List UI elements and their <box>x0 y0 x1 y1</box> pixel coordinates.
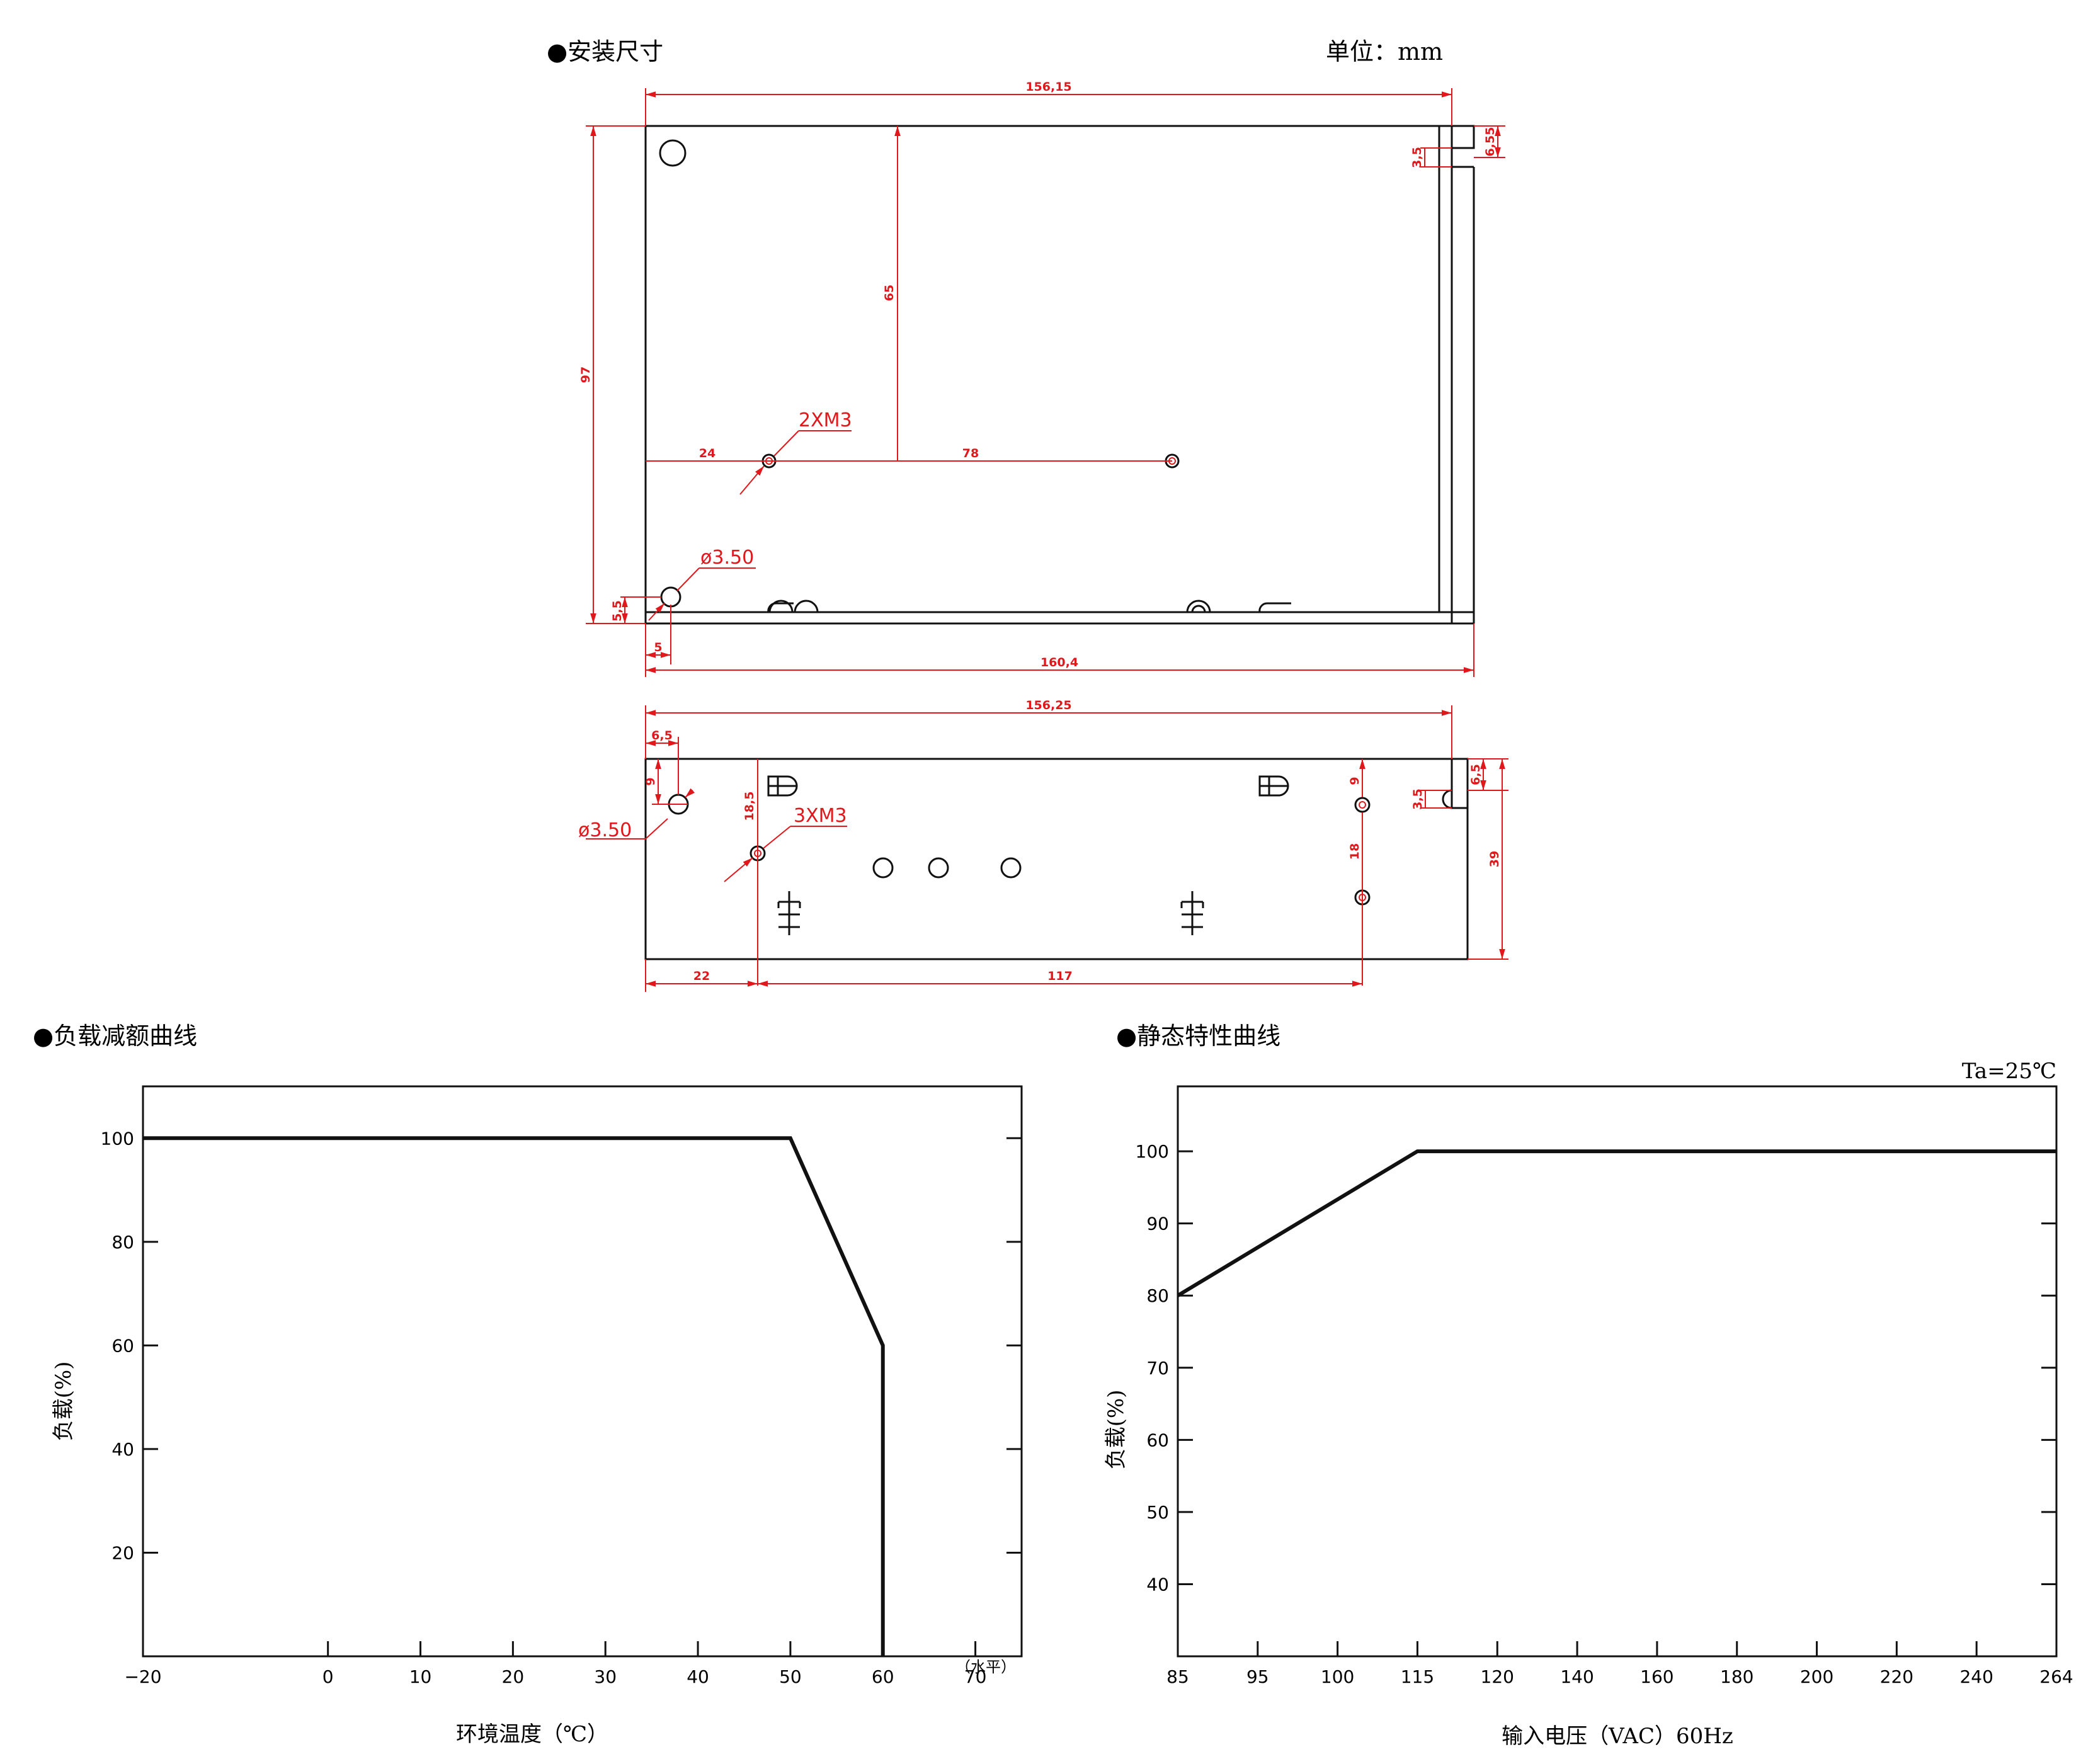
top-view-drawing: 156,15 97 65 24 78 2XM3 ø3.50 5,5 5 160,… <box>579 80 1505 677</box>
dim-3-5-side: 3,5 <box>1410 147 1424 168</box>
dim-117: 117 <box>1047 969 1073 983</box>
derating-curve <box>143 1136 885 1656</box>
hole-diameter-label: ø3.50 <box>700 547 754 569</box>
mounting-hole <box>659 139 687 167</box>
x-tick-label: 240 <box>1959 1666 1993 1687</box>
holes-label-2xm3: 2XM3 <box>799 409 852 431</box>
static-chart: 40 50 60 70 80 90 100 85 95 100 115 120 140 160 180 20… <box>1103 1059 2073 1749</box>
static-curve-header: ●静态特性曲线 <box>1116 1022 1280 1050</box>
dim-3-5: 3,5 <box>1411 788 1425 810</box>
derating-x-label: 环境温度（℃） <box>456 1722 608 1747</box>
x-tick-label: 200 <box>1800 1666 1833 1687</box>
x-tick-label: 10 <box>409 1666 432 1687</box>
slot-feature <box>1258 775 1289 797</box>
derating-chart: 20 40 60 80 100 −20 0 10 20 30 40 50 60 70 负载(%) 环境温… <box>51 1085 1023 1747</box>
derating-chart-frame <box>142 1085 1023 1658</box>
slot-feature <box>767 775 798 797</box>
x-tick-label: −20 <box>124 1666 161 1687</box>
x-tick-label: 60 <box>872 1666 894 1687</box>
x-tick-label: 95 <box>1246 1666 1269 1687</box>
x-tick-label: 120 <box>1481 1666 1514 1687</box>
x-tick-label: 20 <box>502 1666 525 1687</box>
top-view-flange <box>1438 126 1452 613</box>
dim-78: 78 <box>962 447 979 460</box>
y-tick-label: 40 <box>1146 1574 1169 1595</box>
x-tick-label: 0 <box>322 1666 334 1687</box>
x-tick-label: 30 <box>594 1666 617 1687</box>
x-tick-label: 85 <box>1166 1666 1189 1687</box>
dim-18-5: 18,5 <box>743 792 756 821</box>
x-tick-label: 100 <box>1321 1666 1354 1687</box>
hole-diameter-label-front: ø3.50 <box>578 819 632 841</box>
y-tick-label: 60 <box>1146 1430 1169 1450</box>
dim-5-5: 5,5 <box>610 600 624 622</box>
x-tick-label: 160 <box>1640 1666 1673 1687</box>
slot-feature <box>1180 891 1204 935</box>
dim-base-width: 160,4 <box>1040 656 1078 669</box>
y-tick-label: 80 <box>1146 1285 1169 1306</box>
x-tick-label: 220 <box>1880 1666 1913 1687</box>
derating-y-label: 负载(%) <box>51 1362 76 1442</box>
y-tick-label: 80 <box>111 1232 134 1253</box>
dim-height: 97 <box>579 367 593 383</box>
y-tick-label: 50 <box>1146 1502 1169 1523</box>
dim-6-5-right: 6,5 <box>1469 764 1483 785</box>
holes-label-3xm3: 3XM3 <box>794 805 847 827</box>
m3-screw-hole <box>1354 797 1371 813</box>
y-tick-label: 40 <box>111 1439 134 1460</box>
x-tick-label: 40 <box>687 1666 709 1687</box>
y-tick-label: 70 <box>1146 1358 1169 1379</box>
slot-feature <box>777 891 801 935</box>
install-dimensions-header: ●安装尺寸 <box>547 38 663 65</box>
static-x-label: 输入电压（VAC）60Hz <box>1502 1724 1733 1749</box>
x-tick-label: 50 <box>779 1666 802 1687</box>
y-tick-label: 60 <box>111 1335 134 1356</box>
derating-curve-header: ●负载减额曲线 <box>33 1022 197 1050</box>
x-tick-label: 140 <box>1560 1666 1593 1687</box>
dim-9-left: 9 <box>644 777 658 785</box>
derating-x-note: （水平） <box>955 1658 1016 1676</box>
dim-front-width: 156,25 <box>1025 698 1071 712</box>
static-annotation: Ta=25℃ <box>1962 1059 2056 1084</box>
dim-24: 24 <box>699 447 715 460</box>
static-curve <box>1177 1149 2056 1297</box>
dim-9-right: 9 <box>1348 777 1362 785</box>
top-view-outline <box>644 125 1453 625</box>
front-view-drawing: 156,25 6,5 9 ø3.50 18,5 3XM3 9 18 3,5 6,… <box>578 698 1508 992</box>
static-chart-frame <box>1177 1085 2058 1658</box>
x-tick-label: 70 <box>964 1666 987 1687</box>
dim-18: 18 <box>1348 843 1362 860</box>
static-y-label: 负载(%) <box>1103 1390 1129 1470</box>
vent-hole <box>928 857 949 879</box>
dim-65: 65 <box>882 285 896 301</box>
vent-hole <box>1000 857 1022 879</box>
dim-6-55: 6,55 <box>1483 127 1497 157</box>
x-tick-label: 115 <box>1401 1666 1434 1687</box>
x-tick-label: 180 <box>1720 1666 1753 1687</box>
dim-22: 22 <box>693 969 710 983</box>
y-tick-label: 20 <box>111 1542 134 1563</box>
y-tick-label: 90 <box>1146 1214 1169 1234</box>
x-tick-label: 264 <box>2039 1666 2073 1687</box>
y-tick-label: 100 <box>1136 1141 1169 1162</box>
vent-hole <box>872 857 894 879</box>
dim-width: 156,15 <box>1025 80 1071 94</box>
y-tick-label: 100 <box>101 1128 134 1149</box>
dim-5: 5 <box>654 640 662 654</box>
dim-6-5-left: 6,5 <box>651 729 673 743</box>
unit-label: 单位：mm <box>1326 38 1443 65</box>
dim-39: 39 <box>1488 851 1502 867</box>
